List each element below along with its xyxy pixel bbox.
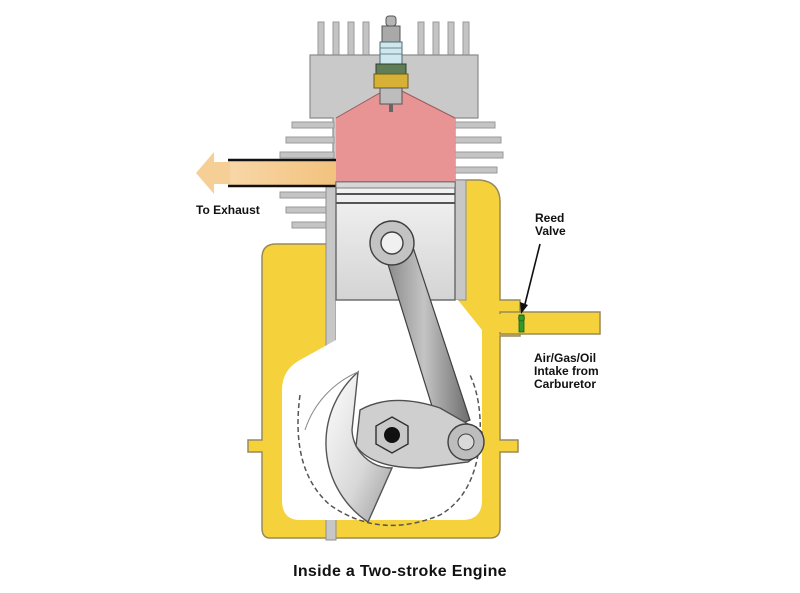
reed-valve-label: Reed Valve xyxy=(535,212,566,238)
diagram-caption: Inside a Two-stroke Engine xyxy=(293,563,507,580)
reed-valve-pointer xyxy=(520,243,541,314)
crank-dashed-path xyxy=(297,374,482,527)
spark-plug-icon xyxy=(373,15,409,112)
combustion-chamber xyxy=(336,86,455,182)
intake-label-line-2: Intake from xyxy=(534,364,599,378)
intake-label-line-3: Carburetor xyxy=(534,377,597,391)
intake-tube xyxy=(499,311,601,335)
transfer-port-wall xyxy=(454,179,467,301)
exhaust-arrow-icon xyxy=(196,152,336,194)
intake-label-line-1: Air/Gas/Oil xyxy=(534,351,597,365)
intake-label: Air/Gas/Oil Intake from Carburetor xyxy=(534,352,599,391)
top-cooling-fins xyxy=(317,21,470,59)
crankshaft-icon xyxy=(304,370,485,524)
reed-valve-label-line-2: Valve xyxy=(535,224,566,238)
reed-valve-icon xyxy=(518,314,525,333)
connecting-rod-icon xyxy=(369,220,471,433)
reed-valve-label-line-1: Reed xyxy=(535,211,565,225)
exhaust-label: To Exhaust xyxy=(196,203,260,217)
right-cooling-fins xyxy=(454,121,504,174)
intake-port-gap xyxy=(498,314,504,332)
